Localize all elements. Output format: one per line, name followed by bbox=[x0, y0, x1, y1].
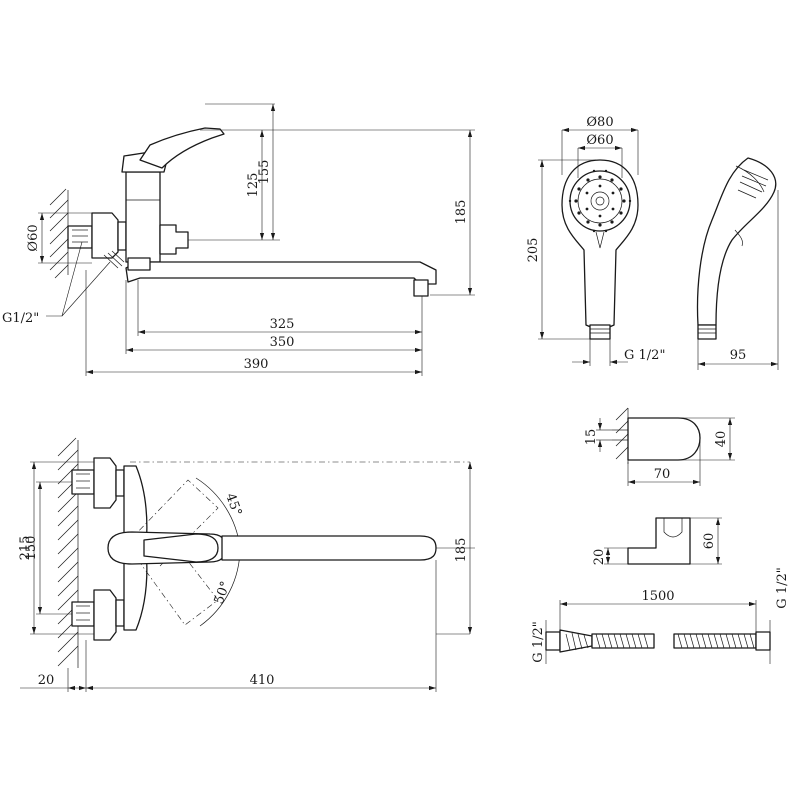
lever-plan bbox=[143, 533, 219, 563]
dim-label-d80: Ø80 bbox=[586, 115, 613, 130]
dim-label-185-front: 185 bbox=[454, 200, 469, 225]
eccentric-connector bbox=[67, 225, 93, 249]
dim-label-20-top: 20 bbox=[38, 673, 55, 688]
hose-bracket: 20 60 bbox=[592, 517, 722, 566]
top-view: 215 150 185 20 410 45° 50° bbox=[18, 437, 475, 692]
bracket-body bbox=[627, 517, 691, 565]
lever-handle bbox=[139, 127, 225, 169]
angle-label-50: 50° bbox=[212, 579, 234, 606]
front-view: 125 155 185 Ø60 G1/2" 325 350 390 bbox=[2, 103, 475, 376]
dim-label-60-bracket: 60 bbox=[702, 533, 717, 550]
wall-holder: 15 40 70 bbox=[584, 407, 735, 486]
dim-label-d60-head: Ø60 bbox=[586, 133, 613, 148]
dim-label-d60: Ø60 bbox=[26, 224, 41, 251]
dim-label-40: 40 bbox=[714, 431, 729, 448]
wall-hatch-top bbox=[57, 437, 79, 668]
dim-label-125: 125 bbox=[246, 173, 261, 198]
spray-nozzles bbox=[568, 169, 632, 233]
dim-label-215: 215 bbox=[18, 536, 33, 561]
hose-body-left bbox=[565, 632, 655, 651]
diverter-knob bbox=[159, 224, 189, 255]
dim-label-thread-front: G1/2" bbox=[2, 311, 39, 326]
dim-label-thread-hose-left: G 1/2" bbox=[531, 621, 546, 662]
dim-label-thread-head: G 1/2" bbox=[624, 348, 665, 363]
dim-label-thread-hose-right: G 1/2" bbox=[775, 567, 790, 608]
dim-label-155: 155 bbox=[257, 160, 272, 185]
shower-head-views: Ø80 Ø60 205 G 1/2" 95 bbox=[526, 115, 779, 370]
dim-label-150: 150 bbox=[24, 536, 39, 561]
hose-body-right bbox=[673, 633, 757, 649]
spout bbox=[125, 261, 437, 285]
inlet-thread bbox=[103, 250, 125, 269]
dim-label-1500: 1500 bbox=[641, 589, 674, 604]
dim-label-350: 350 bbox=[270, 335, 295, 350]
angle-label-45: 45° bbox=[222, 491, 244, 518]
dim-label-70: 70 bbox=[654, 467, 671, 482]
dim-label-325: 325 bbox=[270, 317, 295, 332]
dim-label-185-top: 185 bbox=[454, 538, 469, 563]
mixer-body bbox=[125, 171, 161, 263]
dim-label-95: 95 bbox=[730, 348, 747, 363]
dim-label-205: 205 bbox=[526, 238, 541, 263]
dim-label-15: 15 bbox=[584, 429, 599, 446]
wall-hatch-front bbox=[49, 188, 69, 279]
dim-label-410: 410 bbox=[250, 673, 275, 688]
dim-label-390: 390 bbox=[244, 357, 269, 372]
dim-label-20-bracket: 20 bbox=[592, 549, 607, 566]
shower-head-side bbox=[696, 157, 777, 326]
shower-hose: 1500 G 1/2" G 1/2" bbox=[531, 567, 790, 664]
holder-body bbox=[627, 417, 701, 461]
thread-leader bbox=[46, 241, 83, 317]
escutcheon bbox=[91, 212, 119, 259]
